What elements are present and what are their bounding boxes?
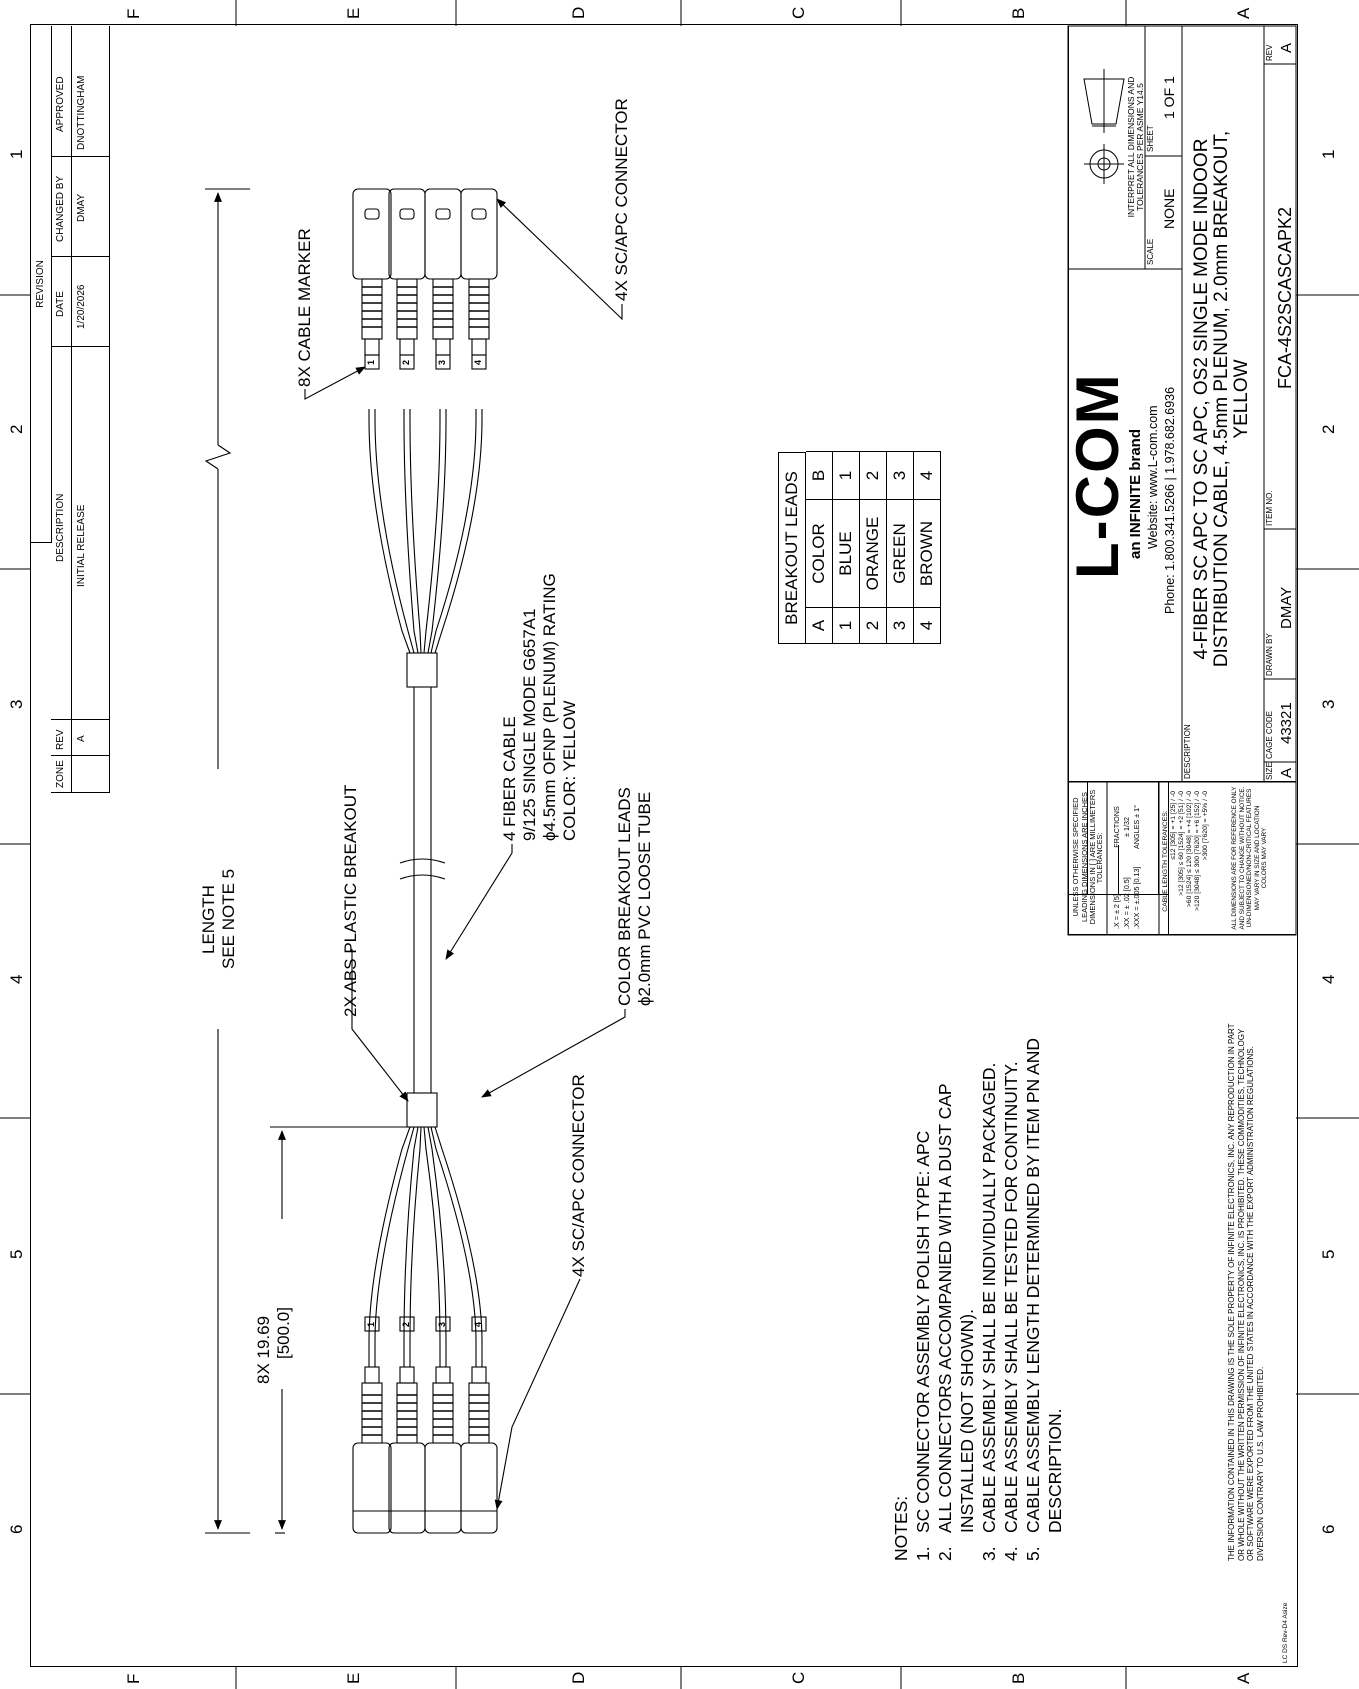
tol-title: TOLERANCES: (1095, 832, 1104, 884)
rev-label: REV (1265, 44, 1274, 61)
cage-label: CAGE CODE (1265, 710, 1274, 759)
projection-note: INTERPRET ALL DIMENSIONS AND TOLERANCES … (1126, 27, 1145, 267)
description-text: 4-FIBER SC APC TO SC APC, OS2 SINGLE MOD… (1191, 34, 1252, 764)
breakout-leads-leader (481, 1009, 626, 1098)
fiber-cable-leader (445, 844, 513, 960)
cage-value: 43321 (1278, 702, 1295, 744)
left-connector-leader (494, 1278, 581, 1510)
tol-decimal-3: .XXX = ±.005 [0.13] (1132, 866, 1141, 929)
size-value: A (1278, 767, 1295, 778)
tol-fractions-value: ± 1/32 (1122, 817, 1131, 837)
left-abs-breakout (406, 1092, 438, 1128)
description-line-3: YELLOW (1231, 359, 1252, 439)
tol-disclaimer-3: UN-DIMENSIONED/NON-CRITICAL FEATURES (1246, 788, 1253, 928)
brand-phone: Phone: 1.800.341.5266 | 1.978.682.6936 (1163, 386, 1177, 614)
scale-value: NONE (1161, 188, 1177, 229)
right-connector-leader (496, 198, 623, 321)
logo-letters: L-COM (1064, 372, 1131, 579)
description-label: DESCRIPTION (1183, 724, 1192, 779)
scale-label: SCALE (1146, 238, 1155, 265)
tol-angles: ANGLES ± 1° (1132, 805, 1141, 849)
right-connectors (352, 188, 498, 356)
tol-fractions-label: FRACTIONS (1112, 806, 1121, 848)
tol-disclaimer-5: COLORS MAY VARY (1261, 827, 1268, 889)
description-line-1: 4-FIBER SC APC TO SC APC, OS2 SINGLE MOD… (1191, 138, 1212, 660)
tol-disclaimer-4: MAY VARY IN SIZE AND LOCATION (1253, 805, 1261, 911)
size-label: SIZE (1265, 762, 1274, 780)
lead-length-dimension (270, 1126, 407, 1534)
tol-length-4: >120 [3048] ≤ 300 [7620] = +6 [152] / -0 (1194, 791, 1201, 911)
brand-website: Website: www.L-com.com (1146, 405, 1160, 549)
tolerances-length: CABLE LENGTH TOLERANCES: ≤12 [305] = +1 … (1162, 791, 1210, 931)
length-dimension (204, 188, 250, 1534)
main-cable (399, 687, 446, 1093)
tolerances-disclaimer: ALL DIMENSIONS ARE FOR REFERENCE ONLY AN… (1231, 783, 1269, 933)
left-connectors (352, 1366, 498, 1534)
tol-length-1: ≤12 [305] = +1 [25] / -0 (1170, 791, 1177, 860)
drawn-value: DMAY (1278, 586, 1295, 629)
brand-tagline: an INFINITE brand (1127, 428, 1144, 559)
tol-disclaimer-2: AND SUBJECT TO CHANGE WITHOUT NOTICE. (1238, 786, 1246, 930)
tolerances-fractions: FRACTIONS ± 1/32 ANGLES ± 1° (1112, 805, 1142, 849)
rev-value: A (1278, 42, 1295, 53)
tol-length-5: >300 [7620] = +5% / -0 (1202, 791, 1209, 861)
right-leads (364, 354, 487, 654)
drawn-label: DRAWN BY (1265, 633, 1274, 676)
sheet-label: SHEET (1146, 125, 1155, 152)
cable-marker-leader (304, 366, 366, 400)
tol-length-3: >60 [1524] ≤ 120 [3048] = +4 [102] / -0 (1186, 791, 1193, 908)
tolerances-decimal: .X = ± 2 [5] .XX = ± .02 [0.5] .XXX = ±.… (1112, 867, 1142, 929)
tol-disclaimer-1: ALL DIMENSIONS ARE FOR REFERENCE ONLY (1231, 786, 1238, 930)
right-abs-breakout (406, 652, 438, 688)
tol-length-title: CABLE LENGTH TOLERANCES: (1162, 810, 1169, 912)
left-leads (364, 1126, 487, 1367)
description-line-2: DISTRIBUTION CABLE, 4.5mm PLENUM, 2.0mm … (1211, 130, 1232, 668)
abs-breakout-leader (351, 1021, 409, 1102)
projection-note-2: TOLERANCES PER ASME Y14.5 (1135, 83, 1145, 211)
tol-decimal-2: .XX = ± .02 [0.5] (1122, 877, 1131, 929)
sheet-value: 1 OF 1 (1161, 76, 1177, 119)
tol-length-2: >12 [305] ≤ 60 [1524] = +2 [51] / -0 (1178, 791, 1185, 896)
tol-decimal-1: .X = ± 2 [5] (1112, 894, 1121, 929)
item-label: ITEM NO. (1265, 490, 1274, 526)
item-value: FCA-4S2SCASCAPK2 (1275, 206, 1295, 389)
